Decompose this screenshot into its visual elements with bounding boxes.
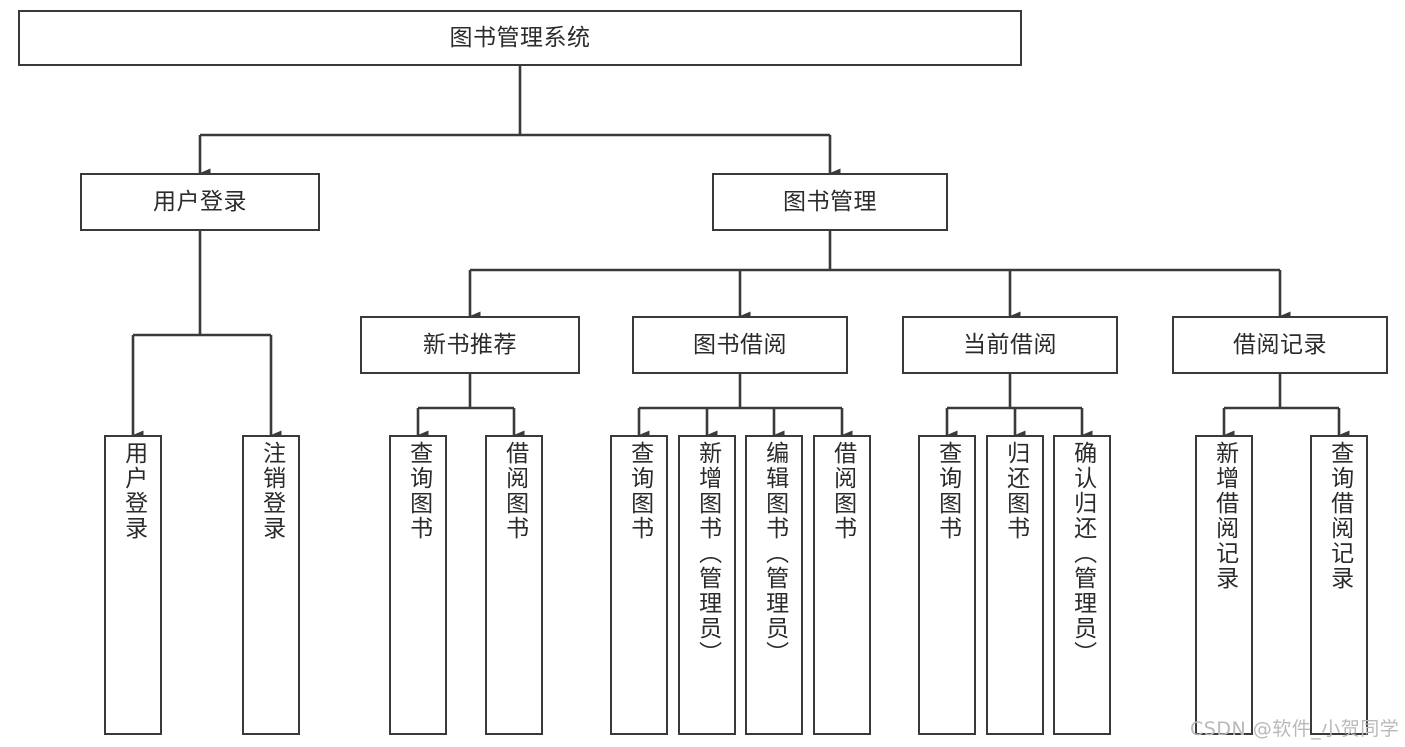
node-current-borrow[interactable]: 当前借阅 — [902, 316, 1118, 374]
node-leaf-edit-book[interactable]: 编辑图书（管理员） — [745, 435, 803, 735]
node-book-manage[interactable]: 图书管理 — [712, 173, 948, 231]
node-label: 用户登录 — [120, 441, 147, 541]
node-leaf-borrow-book-2[interactable]: 借阅图书 — [813, 435, 871, 735]
node-label: 新增图书（管理员） — [694, 441, 721, 666]
node-label: 当前借阅 — [963, 331, 1057, 358]
node-label: 新增借阅记录 — [1211, 441, 1238, 591]
node-label: 用户登录 — [153, 188, 247, 215]
node-leaf-query-record[interactable]: 查询借阅记录 — [1310, 435, 1368, 735]
node-leaf-user-login[interactable]: 用户登录 — [104, 435, 162, 735]
node-label: 借阅图书 — [501, 441, 528, 541]
node-label: 查询图书 — [626, 441, 653, 541]
node-leaf-add-record[interactable]: 新增借阅记录 — [1195, 435, 1253, 735]
node-label: 编辑图书（管理员） — [761, 441, 788, 666]
node-label: 图书借阅 — [693, 331, 787, 358]
node-leaf-user-logout[interactable]: 注销登录 — [242, 435, 300, 735]
node-label: 新书推荐 — [423, 331, 517, 358]
node-label: 注销登录 — [258, 441, 285, 541]
node-leaf-query-book-2[interactable]: 查询图书 — [610, 435, 668, 735]
node-label: 查询图书 — [405, 441, 432, 541]
node-leaf-confirm-return[interactable]: 确认归还（管理员） — [1053, 435, 1111, 735]
node-label: 借阅记录 — [1233, 331, 1327, 358]
node-leaf-add-book[interactable]: 新增图书（管理员） — [678, 435, 736, 735]
node-label: 图书管理 — [783, 188, 877, 215]
node-leaf-query-book-3[interactable]: 查询图书 — [918, 435, 976, 735]
node-user-login[interactable]: 用户登录 — [80, 173, 320, 231]
node-label: 确认归还（管理员） — [1069, 441, 1096, 666]
node-label: 借阅图书 — [829, 441, 856, 541]
node-book-borrow[interactable]: 图书借阅 — [632, 316, 848, 374]
node-borrow-record[interactable]: 借阅记录 — [1172, 316, 1388, 374]
node-label: 查询图书 — [934, 441, 961, 541]
node-root[interactable]: 图书管理系统 — [18, 10, 1022, 66]
watermark-label: CSDN @软件_小贺同学 — [1190, 718, 1400, 740]
node-new-book-rec[interactable]: 新书推荐 — [360, 316, 580, 374]
node-label: 图书管理系统 — [449, 24, 591, 51]
node-leaf-return-book[interactable]: 归还图书 — [986, 435, 1044, 735]
node-leaf-borrow-book-1[interactable]: 借阅图书 — [485, 435, 543, 735]
node-label: 查询借阅记录 — [1326, 441, 1353, 591]
node-label: 归还图书 — [1002, 441, 1029, 541]
node-leaf-query-book-1[interactable]: 查询图书 — [389, 435, 447, 735]
